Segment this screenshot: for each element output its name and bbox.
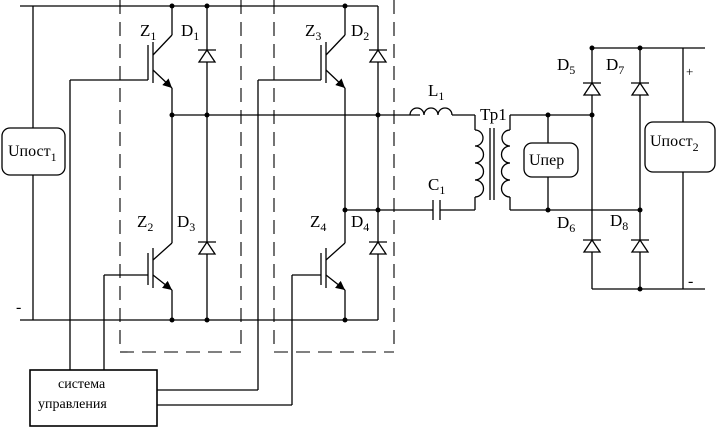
output-plus-terminal: + (686, 64, 693, 79)
transistor-z2-symbol (103, 242, 173, 370)
transistor-z3-label: Z3 (305, 21, 321, 43)
diode-d5-symbol (582, 81, 602, 96)
diode-d2-label: D2 (351, 21, 369, 43)
transistor-z1-symbol (69, 34, 173, 370)
transistor-z2-label: Z2 (137, 212, 153, 234)
primary-voltage-label: Uпер (529, 152, 564, 169)
inductor-l1-label: L1 (428, 81, 444, 103)
transistor-z4-symbol (157, 242, 346, 406)
control-system-line1: система (58, 377, 106, 392)
input-minus-terminal: - (16, 299, 21, 316)
dashed-module-right (273, 0, 395, 353)
dashed-module-left (119, 0, 242, 353)
transformer-tp1-label: Тр1 (480, 105, 507, 124)
transistor-z1-label: Z1 (140, 21, 156, 43)
output-minus-terminal: - (688, 273, 693, 290)
diode-d6-symbol (582, 238, 602, 253)
diode-d7-label: D7 (606, 55, 624, 77)
diode-d4-symbol (368, 240, 388, 255)
transistor-z3-symbol (157, 34, 346, 391)
diode-d1-symbol (197, 48, 217, 63)
diode-d6-label: D6 (557, 213, 575, 235)
source-label: Uпост1 (8, 143, 57, 164)
diode-d8-label: D8 (610, 211, 628, 233)
diode-d2-symbol (368, 48, 388, 63)
primary-voltage-box (523, 142, 579, 178)
control-system-line2: управления (38, 397, 107, 412)
inductor-l1-symbol (409, 107, 476, 130)
diode-d8-symbol (630, 238, 650, 253)
transistor-z4-label: Z4 (310, 212, 326, 234)
diode-d4-label: D4 (351, 212, 369, 234)
diode-d5-label: D5 (557, 55, 575, 77)
control-system-box (29, 369, 158, 427)
load-box (644, 121, 716, 173)
load-label: Uпост2 (650, 133, 699, 154)
capacitor-c1-label: C1 (428, 175, 445, 197)
diode-d3-symbol (197, 240, 217, 255)
diode-d1-label: D1 (181, 21, 199, 43)
transformer-tp1-symbol (474, 114, 640, 211)
diode-d3-label: D3 (177, 212, 195, 234)
right-leg-wires (344, 6, 430, 320)
source-box (1, 127, 66, 176)
labels: Uпост1 Uпост2 Uпер Z1 Z2 Z3 Z4 D1 D2 D3 … (8, 21, 699, 412)
capacitor-c1-symbol (430, 197, 476, 220)
diode-d7-symbol (630, 81, 650, 96)
